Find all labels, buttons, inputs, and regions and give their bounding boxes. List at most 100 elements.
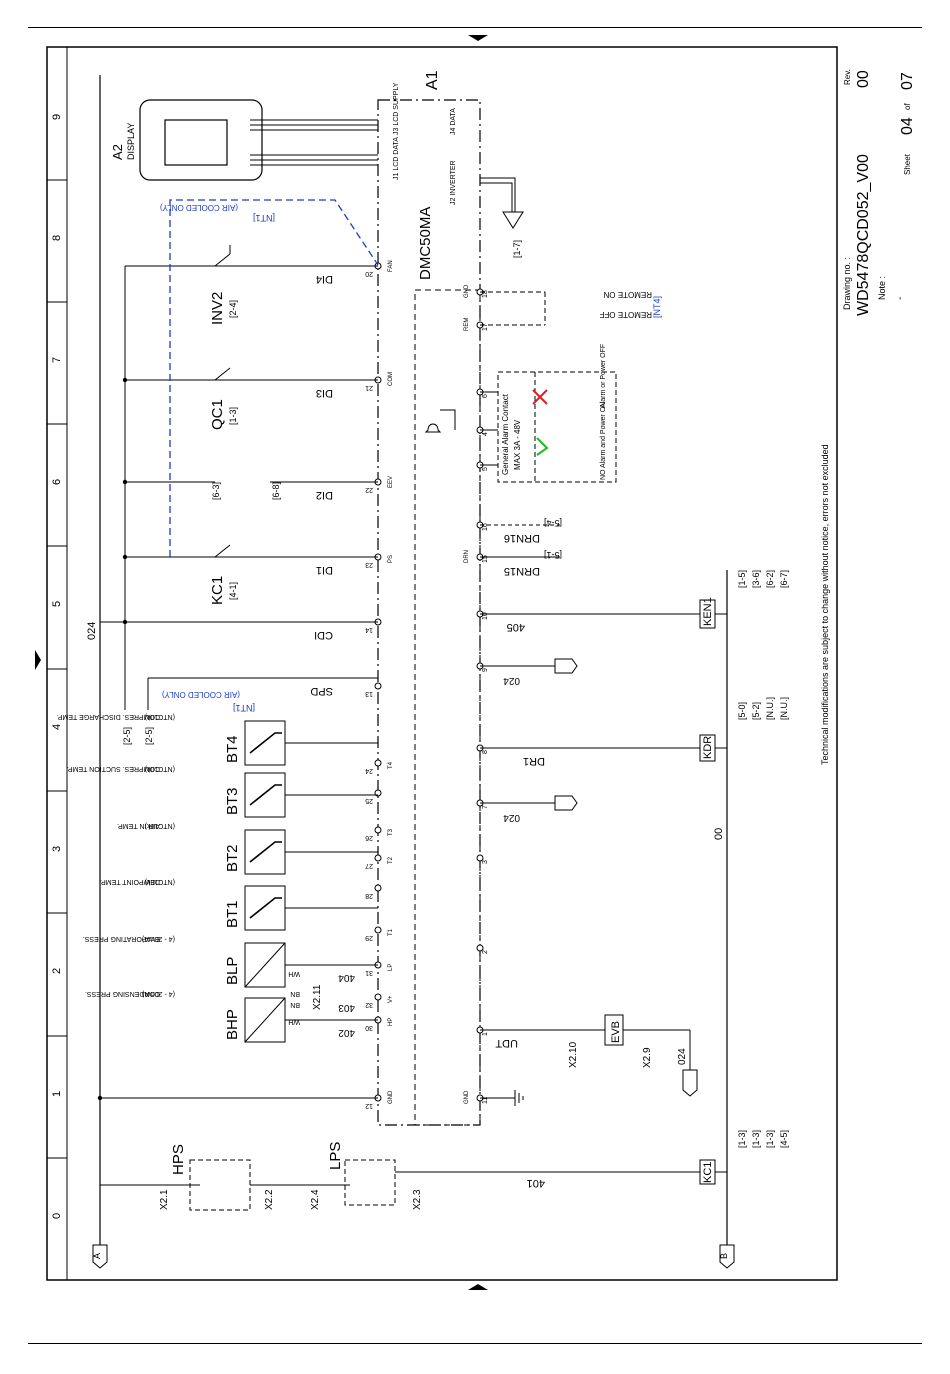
sensor-range: (NTC10k)	[145, 878, 175, 885]
sensor-ref: BT3	[224, 787, 241, 815]
display-a2-box	[139, 99, 263, 181]
terminal-dot	[476, 944, 484, 952]
terminal-name: REM	[464, 318, 470, 331]
terminal-number: 8	[482, 750, 489, 754]
terminal-number: 18	[482, 290, 489, 298]
terminal-number: 7	[482, 805, 489, 809]
contact-ref: [N.U.]	[779, 697, 789, 720]
coil-ken1-label: KEN1	[702, 597, 714, 626]
display-ref: A2	[110, 144, 125, 160]
w024-label-b: 024	[503, 675, 520, 686]
terminal-number: 22	[365, 486, 373, 493]
digital-input-wires	[100, 265, 378, 1099]
junction-dot	[122, 554, 128, 560]
wire-color-wh: WH	[288, 970, 300, 977]
sensor-range: (4 - 20mA)	[142, 990, 175, 997]
terminal-dot	[374, 759, 382, 767]
terminal-dot	[374, 826, 382, 834]
signal-cdi: CDI	[314, 629, 333, 641]
terminal-name: T2	[388, 856, 394, 864]
air-cooled-dash	[169, 199, 379, 557]
alarm-rating: MAX 3A - 48V	[513, 419, 522, 470]
conn-j3-label: J3 LCD SUPPLY	[393, 82, 400, 135]
rail-00-label: 00	[713, 828, 725, 840]
xref-25-a: [2-5]	[122, 727, 132, 745]
qc1-label: QC1	[209, 399, 226, 430]
ntc-slash	[249, 784, 282, 806]
terminal-number: 32	[365, 1001, 373, 1008]
udt-label: UDT	[495, 1037, 518, 1049]
contact-ref: [5-2]	[751, 702, 761, 720]
wire-404: 404	[338, 972, 355, 983]
signal-di1: DI1	[316, 564, 333, 576]
terminal-dot	[374, 854, 382, 862]
kc1-contact-refs: [1-3][1-3][1-3][4-5]	[737, 1130, 789, 1148]
terminal-number: 6	[482, 394, 489, 398]
alarm-ok-text: NO Alarm and Power ON	[600, 402, 607, 480]
terminal-number: 5	[482, 467, 489, 471]
contact-ref: [1-3]	[751, 1130, 761, 1148]
nt4-label: [NT4]	[652, 296, 662, 318]
grid-number: 6	[51, 479, 63, 485]
flag-a-dr	[554, 795, 578, 811]
sheet-total: 07	[899, 72, 916, 90]
terminal-number: 27	[365, 862, 373, 869]
terminal-name: COM	[388, 372, 394, 386]
controller-top-terminals: 12GND30HP32V+31LP29T12827T226T32524T4131…	[365, 260, 394, 1109]
terminal-number: 1	[482, 1032, 489, 1036]
nt1-label-top: [NT1]	[253, 213, 275, 223]
w024-label-a: 024	[503, 812, 520, 823]
term-x23: X2.3	[412, 1189, 423, 1210]
nt1-air-cooled-spd: (AIR COOLED ONLY)	[162, 690, 240, 699]
bell-icon	[424, 423, 442, 433]
controller-model: DMC50MA	[417, 207, 434, 280]
terminal-name: T1	[388, 928, 394, 936]
grid-number: 7	[51, 357, 63, 363]
ken1-contact-refs: [1-5] [3-6] [6-2] [6-7]	[737, 570, 789, 588]
remote-on-label: REMOTE ON	[603, 290, 652, 299]
contact-ref: [5-0]	[737, 702, 747, 720]
rail-b-label: B	[719, 1253, 729, 1259]
terminal-name: GND	[464, 284, 470, 298]
coil-kdr-label: KDR	[702, 736, 714, 759]
ntc-box	[244, 829, 286, 875]
center-marker-top	[468, 35, 488, 41]
wire-color-bn: BN	[290, 1001, 300, 1008]
qc1-ref: [1-3]	[228, 407, 238, 425]
terminal-number: 4	[482, 432, 489, 436]
xref-inverter: [1-7]	[512, 240, 522, 258]
lps-box	[344, 1159, 396, 1206]
conn-j1-label: J1 LCD DATA	[393, 137, 400, 180]
junction-dot	[97, 1095, 103, 1101]
term-x210: X2.10	[568, 1041, 579, 1068]
ntc-box	[244, 772, 286, 818]
center-marker-left	[35, 650, 41, 670]
display-name: DISPLAY	[126, 123, 136, 160]
rev-value: 00	[855, 70, 872, 88]
contact-ref: [3-6]	[751, 570, 761, 588]
contact-ref: [1-5]	[737, 570, 747, 588]
xref-68: [6-8]	[271, 482, 281, 500]
terminal-name: V+	[388, 995, 394, 1003]
dr1-label: DR1	[523, 755, 545, 767]
terminal-name: EEV	[388, 476, 394, 488]
sheet-label: Sheet	[903, 153, 912, 175]
grid-number: 1	[51, 1091, 63, 1097]
contact-inv2	[214, 245, 231, 267]
sensor-desc: CONDENSING PRESS.	[85, 990, 160, 997]
contact-ref: [6-7]	[779, 570, 789, 588]
contact-ref: [4-5]	[779, 1130, 789, 1148]
sensor-ref: BHP	[224, 1009, 241, 1040]
contact-ref: [6-2]	[765, 570, 775, 588]
w405-label: 405	[507, 621, 525, 633]
contact-ref: [1-3]	[737, 1130, 747, 1148]
nt1-air-cooled-top: (AIR COOLED ONLY)	[160, 203, 238, 212]
terminal-dot	[374, 993, 382, 1001]
red-cross-icon	[532, 389, 548, 405]
conn-j4-label: J4 DATA	[450, 108, 457, 135]
disclaimer-text: Technical modifications are subject to c…	[820, 444, 830, 765]
terminal-number: 28	[365, 892, 373, 899]
